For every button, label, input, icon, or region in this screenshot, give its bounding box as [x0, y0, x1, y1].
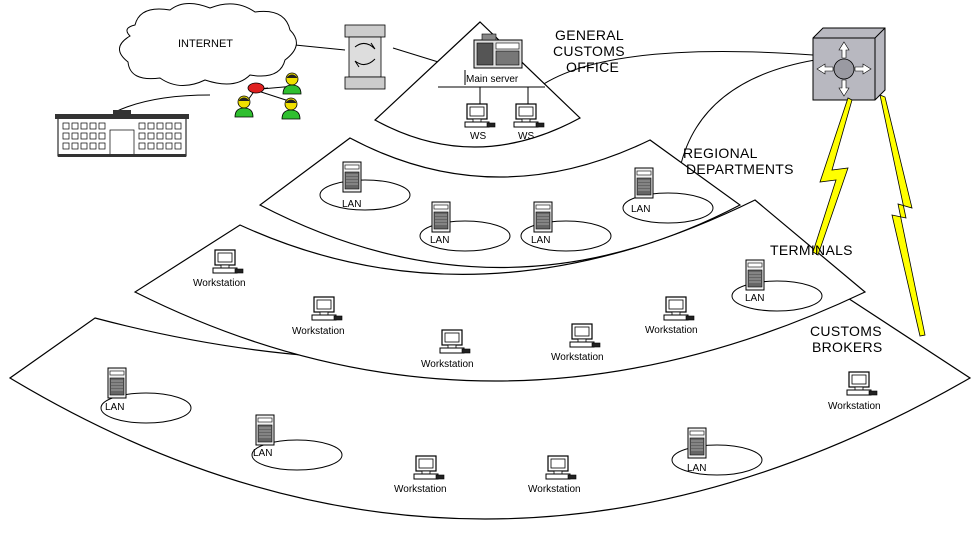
workstation-node: Workstation: [828, 371, 881, 412]
lan-label: LAN: [430, 235, 449, 246]
workstation-label: Workstation: [551, 352, 604, 363]
server-icon: [533, 201, 553, 233]
workstation-node: Workstation: [645, 296, 698, 336]
lan-node: LAN: [319, 161, 411, 211]
main-server: Main server WS WS: [438, 33, 545, 142]
server-icon: [255, 414, 275, 446]
lan-node: LAN: [251, 414, 343, 471]
lan-label: LAN: [342, 199, 361, 210]
server-icon: [745, 259, 765, 291]
workstation-label: Workstation: [292, 326, 345, 337]
workstation-node: Workstation: [551, 323, 604, 363]
lightning-icon: [812, 94, 926, 337]
regional-label-line-1: REGIONAL: [683, 145, 758, 161]
lan-node: LAN: [100, 367, 192, 424]
workstation-label: Workstation: [645, 325, 698, 336]
general-office-label: GENERAL CUSTOMS OFFICE: [553, 27, 625, 75]
server-icon: [342, 161, 362, 193]
sector-regional-departments: [258, 137, 742, 268]
regional-label-line-2: DEPARTMENTS: [686, 161, 794, 177]
general-office-line-3: OFFICE: [566, 59, 619, 75]
internet-cloud: INTERNET: [119, 3, 297, 86]
server-icon: [107, 367, 127, 399]
internet-switch-link: [294, 44, 346, 51]
lan-node: LAN: [671, 427, 763, 476]
workstation-node: Workstation: [421, 329, 474, 370]
brokers-label-line-2: BROKERS: [812, 339, 883, 355]
lan-node: LAN: [622, 167, 714, 224]
server-icon: [687, 427, 707, 459]
server-icon: [431, 201, 451, 233]
general-office-line-2: CUSTOMS: [553, 43, 625, 59]
ws-label: WS: [518, 131, 534, 142]
workstation-label: Workstation: [828, 401, 881, 412]
connection-lines: [114, 44, 816, 169]
regional-router-link: [679, 59, 816, 169]
lan-label: LAN: [531, 235, 550, 246]
lan-label: LAN: [745, 293, 764, 304]
lan-label: LAN: [105, 402, 124, 413]
ws-label: WS: [470, 131, 486, 142]
workstation-node: Workstation: [528, 455, 581, 495]
lan-label: LAN: [687, 463, 706, 474]
main-server-label: Main server: [466, 74, 519, 85]
lan-node: LAN: [520, 201, 612, 252]
cloud-icon: [119, 3, 297, 86]
workstation-node: Workstation: [292, 296, 345, 337]
workstation-node: Workstation: [193, 249, 246, 289]
lan-label: LAN: [253, 448, 272, 459]
building-icon: [55, 110, 189, 157]
terminals-label: TERMINALS: [770, 242, 853, 258]
workstation-label: Workstation: [394, 484, 447, 495]
lan-label: LAN: [631, 204, 650, 215]
server-icon: [634, 167, 654, 199]
sector-terminals: [133, 199, 867, 382]
router-icon: [812, 27, 886, 101]
workstation-node: Workstation: [394, 455, 447, 495]
lan-node: LAN: [731, 259, 823, 312]
sector-rings: [8, 21, 972, 520]
internet-label: INTERNET: [178, 38, 233, 50]
customs-building-link: [114, 94, 211, 113]
lightning-brokers: [879, 94, 926, 337]
workstation-label: Workstation: [421, 359, 474, 370]
general-office-line-1: GENERAL: [555, 27, 624, 43]
workstation-label: Workstation: [528, 484, 581, 495]
office-router-link: [534, 51, 814, 91]
users-icon: [234, 72, 302, 120]
lightning-terminals: [812, 97, 853, 256]
switch-icon: [344, 24, 386, 90]
lan-node: LAN: [419, 201, 511, 252]
brokers-label-line-1: CUSTOMS: [810, 323, 882, 339]
workstation-label: Workstation: [193, 278, 246, 289]
main-server-icon: [473, 33, 523, 69]
